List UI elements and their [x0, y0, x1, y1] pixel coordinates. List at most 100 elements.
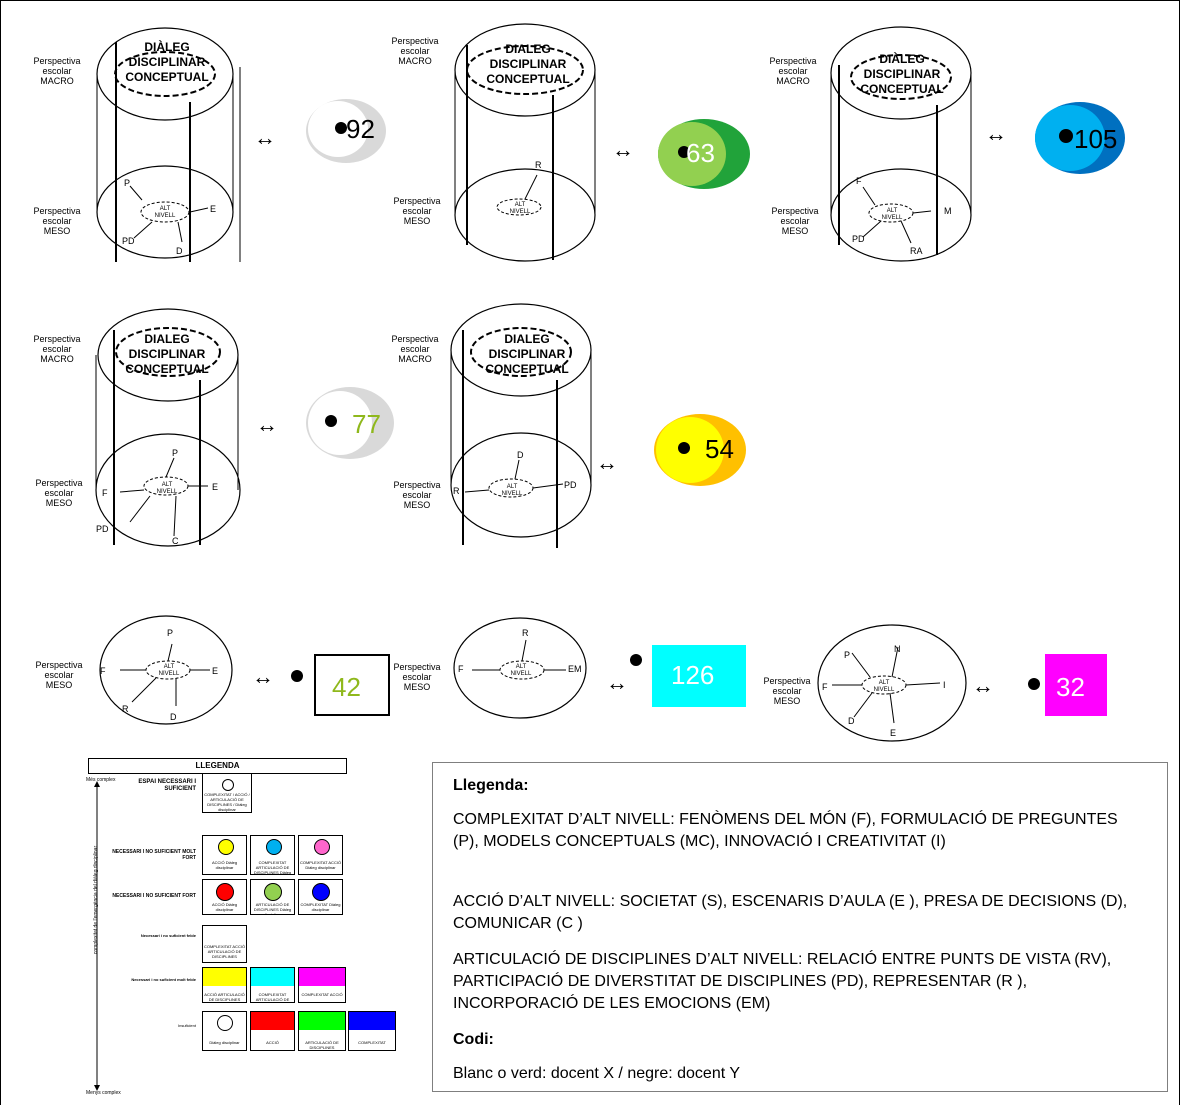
node-label: RA [910, 246, 923, 256]
dialeg-header-1: DIÀLEGDISCIPLINARCONCEPTUAL [122, 40, 212, 85]
node-label: C [172, 536, 179, 546]
row2-symbol-1 [218, 839, 234, 855]
score-bubble-1 [300, 95, 390, 165]
score-5: 54 [705, 434, 734, 464]
row6-cell-2: ACCIÓ [250, 1011, 295, 1051]
row4-cell: COMPLEXITAT ACCIÓ ARTICULACIÓ DE DISCIPL… [202, 925, 247, 963]
node-label: P [124, 178, 130, 188]
node-label: R [122, 704, 129, 714]
row4-label: Necessari i no suficient feble [106, 933, 196, 938]
node-label: I [943, 680, 946, 690]
node-label: PD [852, 234, 865, 244]
dialeg-header-3: DIÀLEGDISCIPLINARCONCEPTUAL [852, 52, 952, 97]
row6-label: Insuficient [106, 1023, 196, 1028]
node-label: P [844, 650, 850, 660]
score-3: 105 [1074, 124, 1117, 154]
node-label: PD [96, 524, 109, 534]
node-label: D [176, 246, 183, 256]
node-label: PD [564, 480, 577, 490]
row6-cell-3: ARTICULACIÓ DE DISCIPLINES [298, 1011, 346, 1051]
node-label: E [212, 666, 218, 676]
arrow-5: ↔ [596, 450, 618, 476]
arrow-7: ↔ [606, 670, 628, 696]
legend-box: Llegenda: COMPLEXITAT D’ALT NIVELL: FENÒ… [432, 762, 1168, 1092]
row2-symbol-2 [266, 839, 282, 855]
row3-symbol-1 [216, 883, 234, 901]
score-2: 63 [686, 138, 715, 168]
arrow-6: ↔ [252, 664, 274, 690]
row1-label: ESPAI NECESSARI I SUFICIENT [106, 779, 196, 793]
row5-label: Necessari i no suficient molt feble [106, 977, 196, 982]
code-text: Blanc o verd: docent X / negre: docent Y [453, 1063, 740, 1085]
node-label: D [170, 712, 177, 722]
row3-symbol-3 [312, 883, 330, 901]
row3-label: NECESSARI I NO SUFICIENT FORT [106, 893, 196, 899]
center-label-3: ALTNIVELL [877, 208, 907, 222]
node-label: E [210, 204, 216, 214]
arrow-2: ↔ [612, 137, 634, 163]
arrow-4: ↔ [256, 412, 278, 438]
row2-symbol-3 [314, 839, 330, 855]
row5-cell-2: COMPLEXITAT ARTICULACIÓ DE DISCIPLINES [250, 967, 295, 1003]
node-label: F [458, 664, 464, 674]
score-4: 77 [352, 409, 381, 439]
node-label: F [856, 176, 862, 186]
center-label-4: ALTNIVELL [152, 482, 182, 496]
score-8: 32 [1056, 672, 1085, 702]
node-label: R [453, 486, 460, 496]
arrow-3: ↔ [985, 121, 1007, 147]
score-bubble-4 [302, 385, 398, 463]
node-label: F [100, 666, 106, 676]
small-legend-title: LLEGENDA [88, 758, 347, 774]
node-label: D [848, 716, 855, 726]
legend-title: Llegenda: [453, 775, 529, 797]
row6-symbol-1 [217, 1015, 233, 1031]
score-6: 42 [332, 672, 361, 702]
node-label: EM [568, 664, 582, 674]
node-label: PD [122, 236, 135, 246]
node-label: N [894, 644, 901, 654]
node-label: R [535, 160, 542, 170]
row2-label: NECESSARI I NO SUFICIENT MOLT FORT [106, 849, 196, 861]
small-legend: LLEGENDA Més complex Menys complex compl… [86, 757, 398, 1097]
node-label: P [167, 628, 173, 638]
arrow-1: ↔ [254, 125, 276, 151]
arrow-8: ↔ [972, 673, 994, 699]
dialeg-header-4: DIALEGDISCIPLINARCONCEPTUAL [122, 332, 212, 377]
node-label: M [944, 206, 952, 216]
node-label: D [517, 450, 524, 460]
row3-symbol-2 [264, 883, 282, 901]
legend-complexitat: COMPLEXITAT D’ALT NIVELL: FENÒMENS DEL M… [453, 809, 1143, 853]
teacher-dot-7 [630, 654, 642, 666]
code-title: Codi: [453, 1029, 494, 1051]
score-bubble-5 [650, 412, 750, 492]
meso-label-5: PerspectivaescolarMESO [392, 480, 442, 510]
node-label: F [822, 682, 828, 692]
teacher-dot-6 [291, 670, 303, 682]
axis-label: complexitat de l'emergència del diàleg d… [93, 820, 99, 980]
row5-cell-1: ACCIÓ ARTICULACIÓ DE DISCIPLINES [202, 967, 247, 1003]
node-label: E [890, 728, 896, 738]
legend-articulacio: ARTICULACIÓ DE DISCIPLINES D’ALT NIVELL:… [453, 949, 1149, 1015]
node-label: P [172, 448, 178, 458]
score-7: 126 [671, 660, 714, 690]
node-label: F [102, 488, 108, 498]
